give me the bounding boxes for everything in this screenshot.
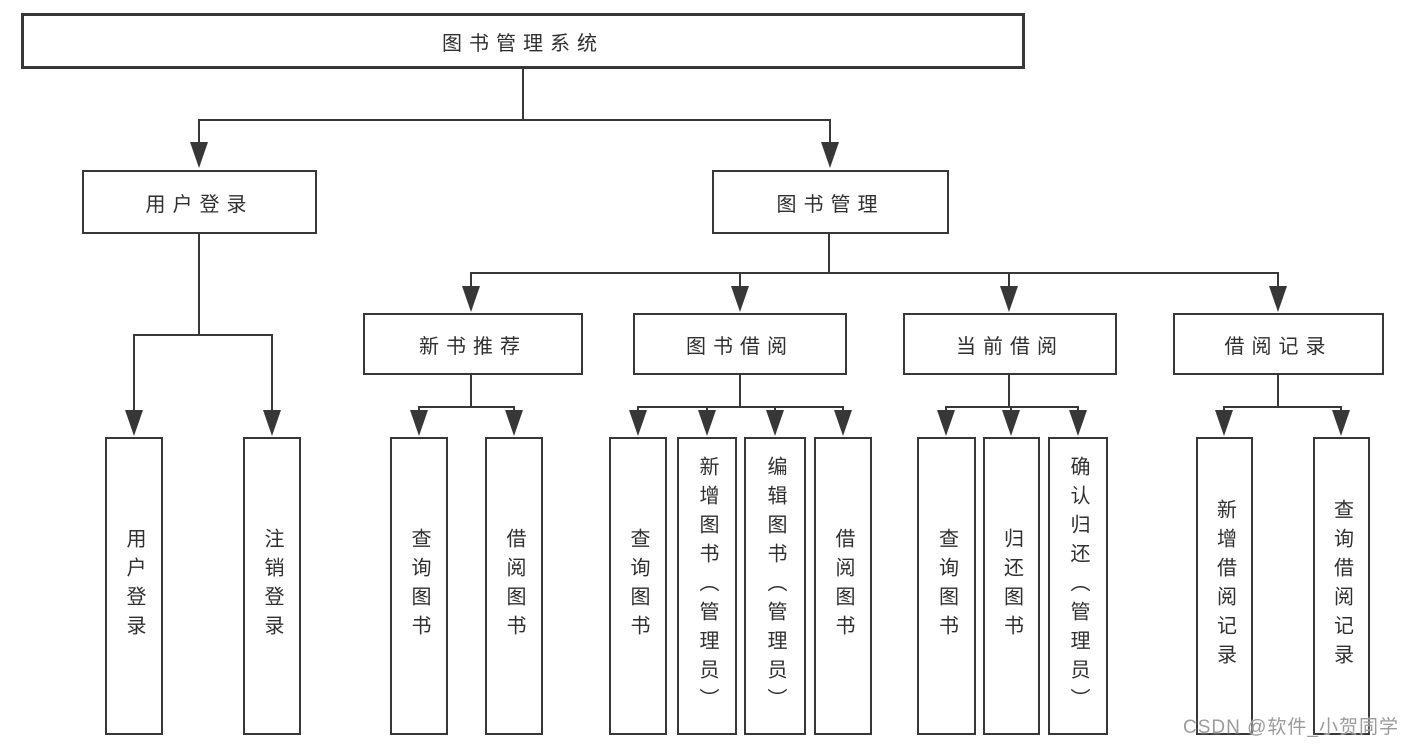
leaf-br-add-record: 新增借阅记录 — [1196, 437, 1253, 735]
arrow-down-icon — [766, 410, 784, 436]
leaf-cb-confirm-return-admin-label: 确认归还（管理员） — [1067, 455, 1089, 717]
arrow-down-icon — [698, 410, 716, 436]
leaf-logout: 注销登录 — [243, 437, 301, 735]
leaf-br-add-record-label: 新增借阅记录 — [1213, 499, 1236, 673]
connector-ul-stem — [198, 234, 200, 336]
node-current-borrow-label: 当前借阅 — [956, 335, 1064, 358]
leaf-cb-return-books: 归还图书 — [983, 437, 1040, 735]
arrow-down-icon — [505, 410, 523, 436]
node-book-mgmt-label: 图书管理 — [776, 193, 885, 216]
leaf-bb-edit-books-admin: 编辑图书（管理员） — [744, 437, 806, 735]
connector-bb-shaft — [739, 272, 741, 298]
leaf-bb-add-books-admin: 新增图书（管理员） — [677, 437, 737, 735]
connector-level1-hline — [198, 119, 831, 121]
leaf-bb-borrow-books-label: 借阅图书 — [832, 528, 854, 644]
connector-ul-hline — [133, 334, 273, 336]
connector-br-stem — [1277, 375, 1279, 408]
connector-root-stem — [522, 69, 524, 121]
connector-user-login-shaft — [198, 119, 200, 157]
node-root: 图书管理系统 — [21, 13, 1025, 69]
arrow-down-icon — [731, 286, 749, 312]
leaf-nb-borrow-books: 借阅图书 — [485, 437, 543, 735]
connector-nb-hline — [418, 406, 515, 408]
connector-bb-stem — [739, 375, 741, 408]
leaf-bb-query-books-label: 查询图书 — [627, 528, 649, 644]
arrow-down-icon — [410, 410, 428, 436]
arrow-down-icon — [1002, 410, 1020, 436]
leaf-bb-borrow-books: 借阅图书 — [814, 437, 872, 735]
arrow-down-icon — [190, 142, 208, 168]
leaf-cb-confirm-return-admin: 确认归还（管理员） — [1048, 437, 1108, 735]
node-book-mgmt: 图书管理 — [712, 170, 949, 234]
arrow-down-icon — [629, 410, 647, 436]
connector-nb-stem — [470, 375, 472, 408]
connector-cb-hline — [945, 406, 1079, 408]
connector-bb-hline — [637, 406, 844, 408]
leaf-nb-query-books-label: 查询图书 — [408, 528, 430, 644]
arrow-down-icon — [821, 142, 839, 168]
connector-ul-login-shaft — [133, 334, 135, 424]
connector-bm-hline — [470, 272, 1279, 274]
leaf-user-login: 用户登录 — [105, 437, 163, 735]
leaf-user-login-label: 用户登录 — [123, 528, 145, 644]
leaf-cb-return-books-label: 归还图书 — [1000, 528, 1023, 644]
leaf-logout-label: 注销登录 — [261, 528, 283, 644]
node-new-book-rec-label: 新书推荐 — [419, 335, 527, 358]
arrow-down-icon — [834, 410, 852, 436]
leaf-cb-query-books: 查询图书 — [917, 437, 976, 735]
arrow-down-icon — [1332, 410, 1350, 436]
connector-nb-shaft — [470, 272, 472, 298]
arrow-down-icon — [1000, 286, 1018, 312]
node-borrow-record-label: 借阅记录 — [1224, 335, 1333, 358]
connector-bm-stem — [828, 234, 830, 274]
leaf-br-query-record-label: 查询借阅记录 — [1330, 499, 1353, 673]
node-user-login: 用户登录 — [82, 170, 317, 234]
leaf-bb-add-books-admin-label: 新增图书（管理员） — [696, 455, 718, 717]
leaf-nb-query-books: 查询图书 — [390, 437, 448, 735]
node-book-borrow: 图书借阅 — [633, 313, 847, 375]
arrow-down-icon — [1215, 410, 1233, 436]
arrow-down-icon — [937, 410, 955, 436]
arrow-down-icon — [263, 410, 281, 436]
connector-cb-shaft — [1008, 272, 1010, 298]
connector-br-shaft — [1277, 272, 1279, 298]
connector-cb-stem — [1008, 375, 1010, 408]
connector-ul-logout-shaft — [271, 334, 273, 424]
arrow-down-icon — [125, 410, 143, 436]
arrow-down-icon — [1269, 286, 1287, 312]
connector-book-mgmt-shaft — [829, 119, 831, 157]
node-user-login-label: 用户登录 — [145, 193, 254, 216]
node-borrow-record: 借阅记录 — [1173, 313, 1384, 375]
arrow-down-icon — [462, 286, 480, 312]
leaf-br-query-record: 查询借阅记录 — [1313, 437, 1370, 735]
connector-br-hline — [1223, 406, 1342, 408]
node-book-borrow-label: 图书借阅 — [686, 335, 794, 358]
leaf-bb-edit-books-admin-label: 编辑图书（管理员） — [764, 455, 786, 717]
node-current-borrow: 当前借阅 — [903, 313, 1117, 375]
leaf-bb-query-books: 查询图书 — [609, 437, 667, 735]
watermark: CSDN @软件_小贺同学 — [1183, 717, 1399, 738]
node-new-book-rec: 新书推荐 — [363, 313, 583, 375]
leaf-nb-borrow-books-label: 借阅图书 — [503, 528, 525, 644]
leaf-cb-query-books-label: 查询图书 — [935, 528, 958, 644]
arrow-down-icon — [1069, 410, 1087, 436]
node-root-label: 图书管理系统 — [442, 32, 604, 55]
